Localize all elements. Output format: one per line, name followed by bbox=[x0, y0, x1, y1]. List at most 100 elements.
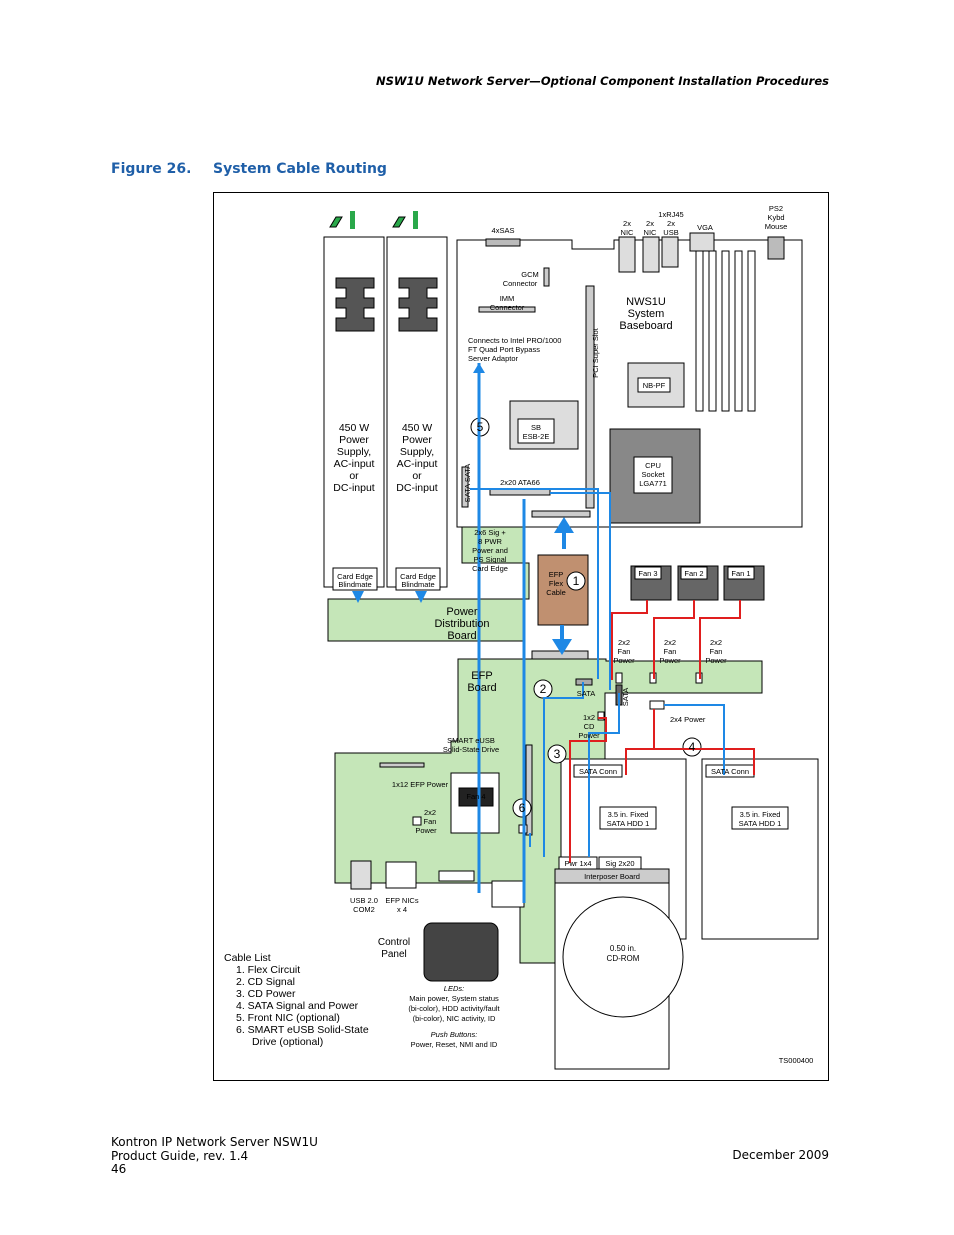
sb-text-2: ESB-2E bbox=[523, 432, 550, 441]
footer-left: Kontron IP Network Server NSW1U Product … bbox=[111, 1135, 318, 1177]
nic-text-a: NIC bbox=[621, 228, 635, 237]
imm-text-1: IMM bbox=[500, 294, 515, 303]
nic-text-b: NIC bbox=[644, 228, 658, 237]
ps2-text-1: PS2 bbox=[769, 204, 783, 213]
fan3-text: Fan 3 bbox=[638, 569, 657, 578]
cdpwr-text-1: 1x2 bbox=[583, 713, 595, 722]
cpu-text-1: CPU bbox=[645, 461, 661, 470]
cable-routing-diagram: 450 W Power Supply, AC-input or DC-input… bbox=[213, 192, 829, 1081]
psu-latch-right bbox=[413, 211, 418, 229]
psu-left-text-4: AC-input bbox=[334, 458, 375, 470]
gcm-text-1: GCM bbox=[521, 270, 539, 279]
sig-text-4: PS Signal bbox=[474, 555, 507, 564]
hdd-b-text-2: SATA HDD 1 bbox=[739, 819, 782, 828]
blindmate-text-left: Blindmate bbox=[338, 580, 371, 589]
sig-text-1: 2x6 Sig + bbox=[474, 528, 506, 537]
footer-date: December 2009 bbox=[732, 1148, 829, 1162]
leds-text-3: (bi-color), NIC activity, ID bbox=[413, 1014, 496, 1023]
cdpwr-text-3: Power bbox=[578, 731, 600, 740]
psu-right-text-1: 450 W bbox=[402, 422, 432, 434]
blue-cables bbox=[470, 488, 725, 857]
cable-list: Cable List 1. Flex Circuit 2. CD Signal … bbox=[224, 952, 369, 1048]
cable-list-item: 3. CD Power bbox=[236, 988, 296, 1000]
eusb-text-1: SMART eUSB bbox=[447, 736, 495, 745]
fanpwr2-text-3: Power bbox=[659, 656, 681, 665]
figure-title: System Cable Routing bbox=[213, 161, 387, 177]
psu-left-text-3: Supply, bbox=[337, 446, 371, 458]
ps2-text-2: Kybd bbox=[767, 213, 784, 222]
sig-text-2: 8 PWR bbox=[478, 537, 502, 546]
pwr2x4-text: 2x4 Power bbox=[670, 715, 706, 724]
efpnics-text-1: EFP NICs bbox=[385, 896, 418, 905]
vga-text: VGA bbox=[697, 223, 713, 232]
usb-text: USB bbox=[663, 228, 678, 237]
fan1-text: Fan 1 bbox=[731, 569, 750, 578]
control-panel-text-2: Panel bbox=[381, 949, 407, 960]
fanpwr2-text-1: 2x2 bbox=[664, 638, 676, 647]
psu-handle-left bbox=[329, 216, 343, 228]
fanpwr1-text-1: 2x2 bbox=[710, 638, 722, 647]
psu-graphic-left bbox=[335, 277, 375, 332]
flex-text-2: Flex bbox=[549, 579, 563, 588]
efp-text-2: Board bbox=[467, 682, 496, 694]
fanpwr3-text-3: Power bbox=[613, 656, 635, 665]
fan4-text: Fan 4 bbox=[466, 792, 485, 801]
hdd-a-text-1: 3.5 in. Fixed bbox=[608, 810, 649, 819]
fanpwr4-text-2: Fan bbox=[424, 817, 437, 826]
intel-text-2: FT Quad Port Bypass bbox=[468, 345, 540, 354]
cable-list-item-cont: Drive (optional) bbox=[252, 1036, 323, 1048]
eusb-text-2: Solid-State Drive bbox=[443, 745, 499, 754]
cpu-text-2: Socket bbox=[642, 470, 666, 479]
footer-line1: Kontron IP Network Server NSW1U bbox=[111, 1135, 318, 1149]
fanpwr4-text-3: Power bbox=[415, 826, 437, 835]
fanpwr3-text-1: 2x2 bbox=[618, 638, 630, 647]
psu-left-text-6: DC-input bbox=[333, 482, 375, 494]
usb-label-2: COM2 bbox=[353, 905, 375, 914]
fanpwr3-text-2: Fan bbox=[618, 647, 631, 656]
psu-left-text-2: Power bbox=[339, 434, 369, 446]
cdpwr-text-2: CD bbox=[584, 722, 595, 731]
page-number: 46 bbox=[111, 1162, 127, 1176]
cpu-text-3: LGA771 bbox=[639, 479, 667, 488]
efp-power-text: 1x12 EFP Power bbox=[392, 780, 449, 789]
sata-conn-text-b: SATA Conn bbox=[711, 767, 749, 776]
interposer-text: Interposer Board bbox=[584, 872, 640, 881]
card-edge-text-right: Card Edge bbox=[400, 572, 436, 581]
baseboard-text-1: NWS1U bbox=[626, 296, 666, 308]
sata-sata-text: SATA SATA bbox=[463, 464, 472, 503]
baseboard-text-2: System bbox=[628, 308, 665, 320]
leds-title: LEDs: bbox=[444, 984, 464, 993]
psu-graphic-right bbox=[398, 277, 438, 332]
sig-text-3: Power and bbox=[472, 546, 508, 555]
cable-list-item: 2. CD Signal bbox=[236, 976, 295, 988]
sas-text: 4xSAS bbox=[492, 226, 515, 235]
cable-list-item: 4. SATA Signal and Power bbox=[236, 1000, 359, 1012]
card-edge-text-left: Card Edge bbox=[337, 572, 373, 581]
pdb-text-2: Distribution bbox=[434, 618, 489, 630]
flex-text-3: Cable bbox=[546, 588, 566, 597]
fanpwr1-text-2: Fan bbox=[710, 647, 723, 656]
pdb-text-1: Power bbox=[446, 606, 478, 618]
usb-label-1: USB 2.0 bbox=[350, 896, 378, 905]
callout-5: 5 bbox=[477, 420, 484, 434]
ata66-text: 2x20 ATA66 bbox=[500, 478, 540, 487]
pdb-text-3: Board bbox=[447, 630, 476, 642]
pci-text: PCI Super Slot bbox=[591, 327, 600, 378]
flex-text-1: EFP bbox=[549, 570, 564, 579]
gcm-text-2: Connector bbox=[503, 279, 538, 288]
fanpwr2-text-2: Fan bbox=[664, 647, 677, 656]
sata-vertical-text: SATA bbox=[621, 688, 630, 706]
efp-text-1: EFP bbox=[471, 670, 492, 682]
blindmate-text-right: Blindmate bbox=[401, 580, 434, 589]
psu-latch-left bbox=[350, 211, 355, 229]
psu-right-text-2: Power bbox=[402, 434, 432, 446]
cable-list-title: Cable List bbox=[224, 952, 271, 964]
callout-6: 6 bbox=[519, 801, 526, 815]
control-panel-text-1: Control bbox=[378, 937, 410, 948]
callout-1: 1 bbox=[573, 574, 580, 588]
sb-text-1: SB bbox=[531, 423, 541, 432]
cable-list-item: 5. Front NIC (optional) bbox=[236, 1012, 340, 1024]
psu-left-text-5: or bbox=[349, 470, 359, 482]
sig-text-5: Card Edge bbox=[472, 564, 508, 573]
cdrom-text-2: CD-ROM bbox=[607, 954, 640, 963]
